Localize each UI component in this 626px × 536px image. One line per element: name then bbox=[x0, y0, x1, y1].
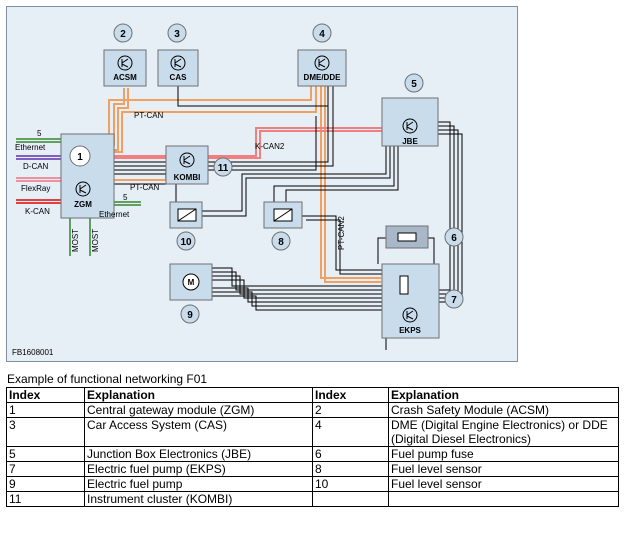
header-index-1: Index bbox=[6, 387, 85, 403]
dme-label: DME/DDE bbox=[304, 73, 342, 82]
cell-explanation: DME (Digital Engine Electronics) or DDE … bbox=[388, 417, 619, 447]
label-ethernet-bottom-num: 5 bbox=[123, 193, 128, 202]
cell-explanation: Fuel level sensor bbox=[388, 461, 619, 477]
cell-index: 5 bbox=[6, 446, 85, 462]
callout-10: 10 bbox=[180, 237, 192, 248]
network-diagram: ACSM CAS DME/DDE JBE ZGM KOMBI M EKPS 2 … bbox=[6, 6, 518, 362]
cell-explanation: Junction Box Electronics (JBE) bbox=[84, 446, 313, 462]
figure-caption: Example of functional networking F01 bbox=[7, 372, 208, 386]
label-k-can2: K-CAN2 bbox=[255, 142, 285, 151]
table-row: 11 Instrument cluster (KOMBI) bbox=[6, 491, 619, 507]
cell-explanation: Instrument cluster (KOMBI) bbox=[84, 491, 313, 507]
label-d-can: D-CAN bbox=[23, 162, 49, 171]
cell-index: 7 bbox=[6, 461, 85, 477]
callout-4: 4 bbox=[319, 29, 325, 40]
label-most-2: MOST bbox=[91, 229, 100, 252]
ekps-label: EKPS bbox=[399, 326, 421, 335]
callout-9: 9 bbox=[187, 310, 193, 321]
acsm-label: ACSM bbox=[113, 73, 137, 82]
cell-explanation bbox=[388, 491, 619, 507]
figure-code: FB1608001 bbox=[12, 348, 54, 357]
legend-table: Index Explanation Index Explanation 1 Ce… bbox=[6, 387, 619, 507]
callout-8: 8 bbox=[278, 237, 284, 248]
module-zgm bbox=[60, 133, 115, 219]
cell-explanation: Fuel pump fuse bbox=[388, 446, 619, 462]
cell-index: 6 bbox=[312, 446, 389, 462]
callout-7: 7 bbox=[451, 295, 457, 306]
label-most-1: MOST bbox=[71, 229, 80, 252]
jbe-label: JBE bbox=[402, 137, 418, 146]
cell-index: 4 bbox=[312, 417, 389, 447]
label-k-can: K-CAN bbox=[25, 207, 50, 216]
table-row: 7 Electric fuel pump (EKPS) 8 Fuel level… bbox=[6, 461, 619, 477]
cell-index: 10 bbox=[312, 476, 389, 492]
cell-explanation: Car Access System (CAS) bbox=[84, 417, 313, 447]
callout-3: 3 bbox=[174, 29, 180, 40]
cell-explanation: Fuel level sensor bbox=[388, 476, 619, 492]
table-row: 3 Car Access System (CAS) 4 DME (Digital… bbox=[6, 417, 619, 447]
callout-5: 5 bbox=[411, 79, 417, 90]
header-explanation-1: Explanation bbox=[84, 387, 313, 403]
header-index-2: Index bbox=[312, 387, 389, 403]
svg-text:M: M bbox=[188, 278, 195, 287]
cell-index: 2 bbox=[312, 402, 389, 418]
cell-explanation: Electric fuel pump (EKPS) bbox=[84, 461, 313, 477]
module-kombi bbox=[165, 145, 209, 185]
table-row: 1 Central gateway module (ZGM) 2 Crash S… bbox=[6, 402, 619, 418]
callout-6: 6 bbox=[451, 233, 457, 244]
callout-11: 11 bbox=[218, 163, 229, 174]
cas-label: CAS bbox=[170, 73, 188, 82]
label-pt-can-mid: PT-CAN bbox=[130, 183, 160, 192]
cell-explanation: Crash Safety Module (ACSM) bbox=[388, 402, 619, 418]
cell-index: 8 bbox=[312, 461, 389, 477]
callout-2: 2 bbox=[120, 29, 126, 40]
label-ethernet-left-num: 5 bbox=[37, 129, 42, 138]
label-ethernet-bottom: Ethernet bbox=[99, 210, 130, 219]
zgm-label: ZGM bbox=[74, 200, 92, 209]
cell-explanation: Electric fuel pump bbox=[84, 476, 313, 492]
module-ekps bbox=[381, 263, 440, 339]
cell-explanation: Central gateway module (ZGM) bbox=[84, 402, 313, 418]
label-pt-can2: PT-CAN2 bbox=[337, 216, 346, 250]
callouts: 2 3 4 5 1 11 10 8 6 7 9 bbox=[69, 23, 464, 324]
header-explanation-2: Explanation bbox=[388, 387, 619, 403]
zgm-side-buses bbox=[16, 138, 141, 256]
table-row: 5 Junction Box Electronics (JBE) 6 Fuel … bbox=[6, 446, 619, 462]
cell-index: 3 bbox=[6, 417, 85, 447]
cell-index: 9 bbox=[6, 476, 85, 492]
label-pt-can-top: PT-CAN bbox=[134, 111, 164, 120]
cell-index: 11 bbox=[6, 491, 85, 507]
cell-index bbox=[312, 491, 389, 507]
label-flexray: FlexRay bbox=[21, 184, 50, 193]
callout-1: 1 bbox=[77, 152, 83, 163]
table-row: 9 Electric fuel pump 10 Fuel level senso… bbox=[6, 476, 619, 492]
label-ethernet-left: Ethernet bbox=[15, 143, 46, 152]
kombi-label: KOMBI bbox=[174, 173, 201, 182]
module-jbe bbox=[381, 97, 439, 147]
cell-index: 1 bbox=[6, 402, 85, 418]
wiring bbox=[114, 86, 463, 350]
legend-header-row: Index Explanation Index Explanation bbox=[6, 387, 619, 403]
